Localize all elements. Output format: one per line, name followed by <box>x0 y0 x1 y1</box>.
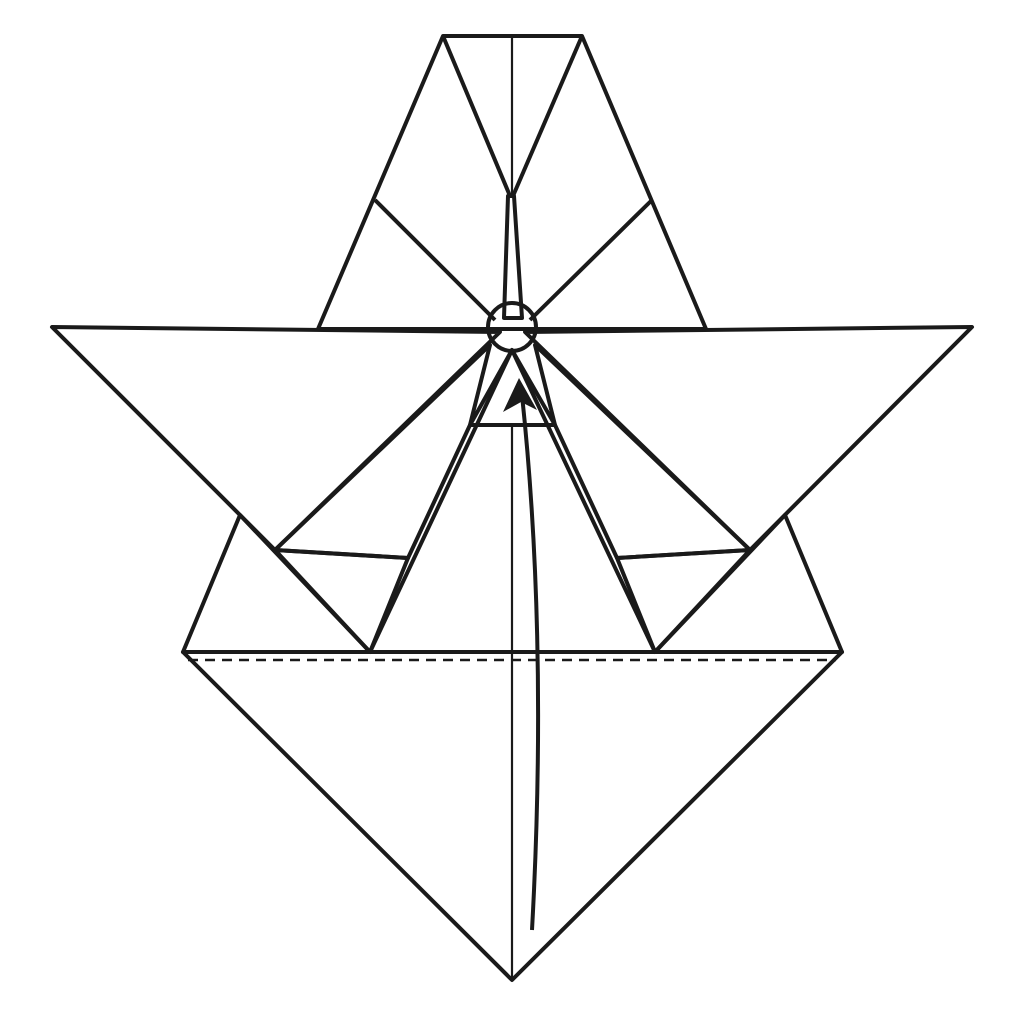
left-inner-white <box>273 548 410 654</box>
right-pocket-white <box>533 343 752 560</box>
upper-right-crease <box>511 35 584 197</box>
upper-left-crease <box>441 35 512 197</box>
left-wing <box>50 325 502 552</box>
center-top-triangle <box>468 348 557 427</box>
upper-body <box>316 34 708 331</box>
right-wing <box>523 325 974 552</box>
right-shoulder-crease <box>528 198 654 322</box>
fold-arrow-shaft <box>520 394 541 931</box>
left-lower-triangle <box>181 513 372 654</box>
left-pocket-white <box>273 343 492 560</box>
right-inner-white <box>615 548 752 654</box>
right-lower-triangle <box>653 513 844 654</box>
wings <box>50 325 974 552</box>
center-slit <box>502 194 524 320</box>
left-shoulder-crease <box>373 198 497 322</box>
reference-circle <box>486 301 538 353</box>
fold-arrow <box>503 378 541 931</box>
fold-arrow-head <box>503 378 537 412</box>
lower-kite <box>181 348 844 982</box>
